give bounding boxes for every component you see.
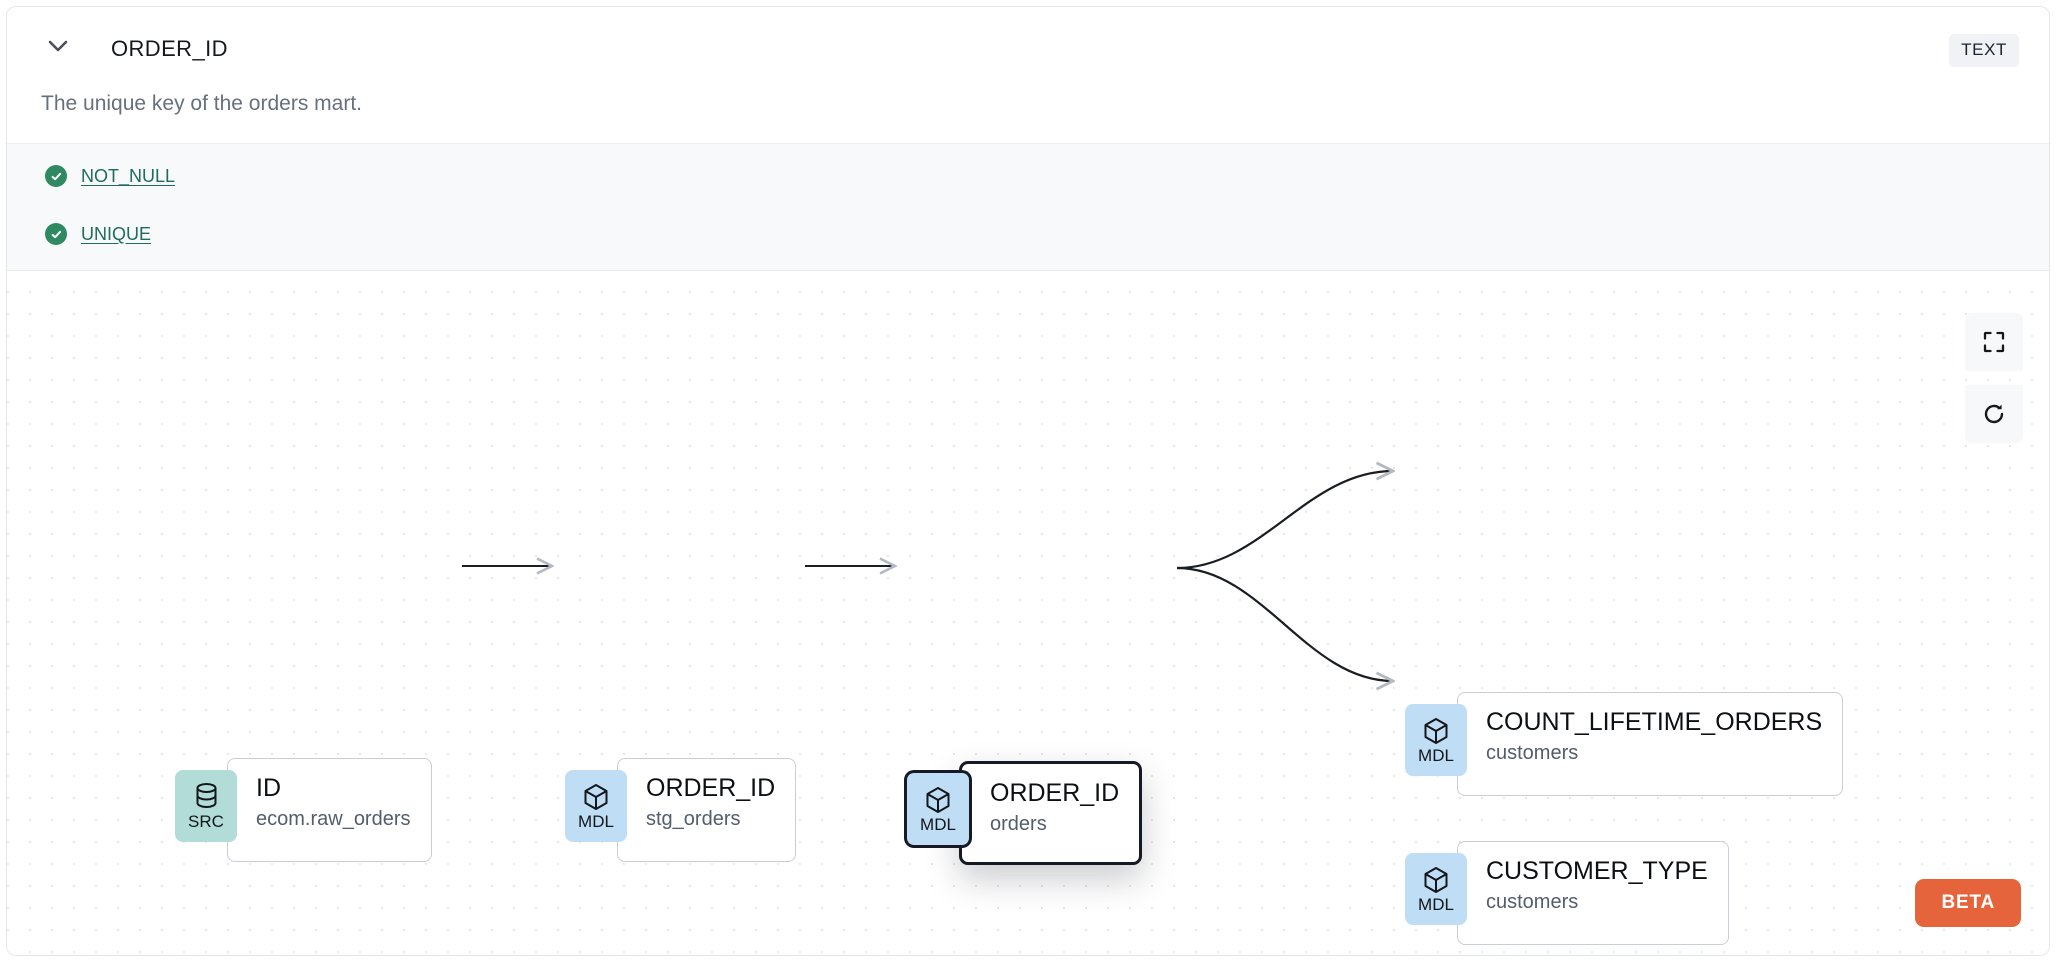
database-icon [193,782,220,812]
chevron-down-icon[interactable] [45,37,71,55]
cube-icon [1422,865,1450,895]
node-resource-name: customers [1486,741,1579,764]
node-card[interactable]: ORDER_ID stg_orders [617,758,797,862]
node-resource-name: stg_orders [646,807,741,830]
node-column-name: CUSTOMER_TYPE [1486,857,1708,885]
tests-section: NOT_NULL UNIQUE [7,143,2049,271]
cube-icon [924,785,952,815]
node-kind-label: MDL [1418,746,1454,765]
node-kind-badge: MDL [565,770,627,842]
edge-orders-to-count [1176,471,1393,570]
test-link-not-null[interactable]: NOT_NULL [81,165,176,186]
node-resource-name: ecom.raw_orders [256,807,411,830]
check-circle-icon [45,223,67,245]
node-kind-label: MDL [920,815,956,834]
beta-badge[interactable]: BETA [1915,879,2021,927]
cube-icon [582,782,610,812]
node-column-name: COUNT_LIFETIME_ORDERS [1486,708,1823,736]
lineage-node-orders-order-id[interactable]: MDL ORDER_ID orders [907,761,1143,865]
canvas-controls [1965,313,2023,443]
node-column-name: ORDER_ID [646,774,776,802]
lineage-canvas[interactable]: SRC ID ecom.raw_orders [7,271,2050,955]
node-kind-badge: MDL [1405,704,1467,776]
lineage-node-stg-order-id[interactable]: MDL ORDER_ID stg_orders [565,758,797,862]
node-kind-label: SRC [188,812,224,831]
lineage-node-customer-type[interactable]: MDL CUSTOMER_TYPE customers [1405,841,1729,945]
refresh-icon [1982,402,2006,426]
node-kind-badge: SRC [175,770,237,842]
page-title: ORDER_ID [111,36,228,61]
node-resource-name: customers [1486,890,1579,913]
node-kind-label: MDL [1418,895,1454,914]
test-row[interactable]: UNIQUE [45,223,151,245]
cube-icon [1422,716,1450,746]
node-column-name: ID [256,774,281,802]
lineage-node-count-lifetime-orders[interactable]: MDL COUNT_LIFETIME_ORDERS customers [1405,692,1844,796]
column-description: The unique key of the orders mart. [41,92,362,115]
node-card[interactable]: ORDER_ID orders [959,761,1143,865]
panel-header: ORDER_ID TEXT The unique key of the orde… [7,7,2049,115]
node-kind-badge: MDL [1405,853,1467,925]
fit-view-icon [1982,330,2006,354]
data-type-badge: TEXT [1949,34,2019,67]
node-card[interactable]: COUNT_LIFETIME_ORDERS customers [1457,692,1844,796]
node-column-name: ORDER_ID [990,779,1120,807]
node-resource-name: orders [990,812,1047,835]
check-circle-icon [45,165,67,187]
node-card[interactable]: ID ecom.raw_orders [227,758,432,862]
node-kind-label: MDL [578,812,614,831]
lineage-node-src-id[interactable]: SRC ID ecom.raw_orders [175,758,432,862]
test-link-unique[interactable]: UNIQUE [81,223,152,244]
reset-layout-button[interactable] [1965,385,2023,443]
lineage-edges [462,271,2050,955]
fit-view-button[interactable] [1965,313,2023,371]
edge-orders-to-customer-type [1176,566,1393,681]
node-card[interactable]: CUSTOMER_TYPE customers [1457,841,1729,945]
test-row[interactable]: NOT_NULL [45,165,175,187]
column-detail-panel: ORDER_ID TEXT The unique key of the orde… [6,6,2050,956]
node-kind-badge: MDL [907,773,969,845]
